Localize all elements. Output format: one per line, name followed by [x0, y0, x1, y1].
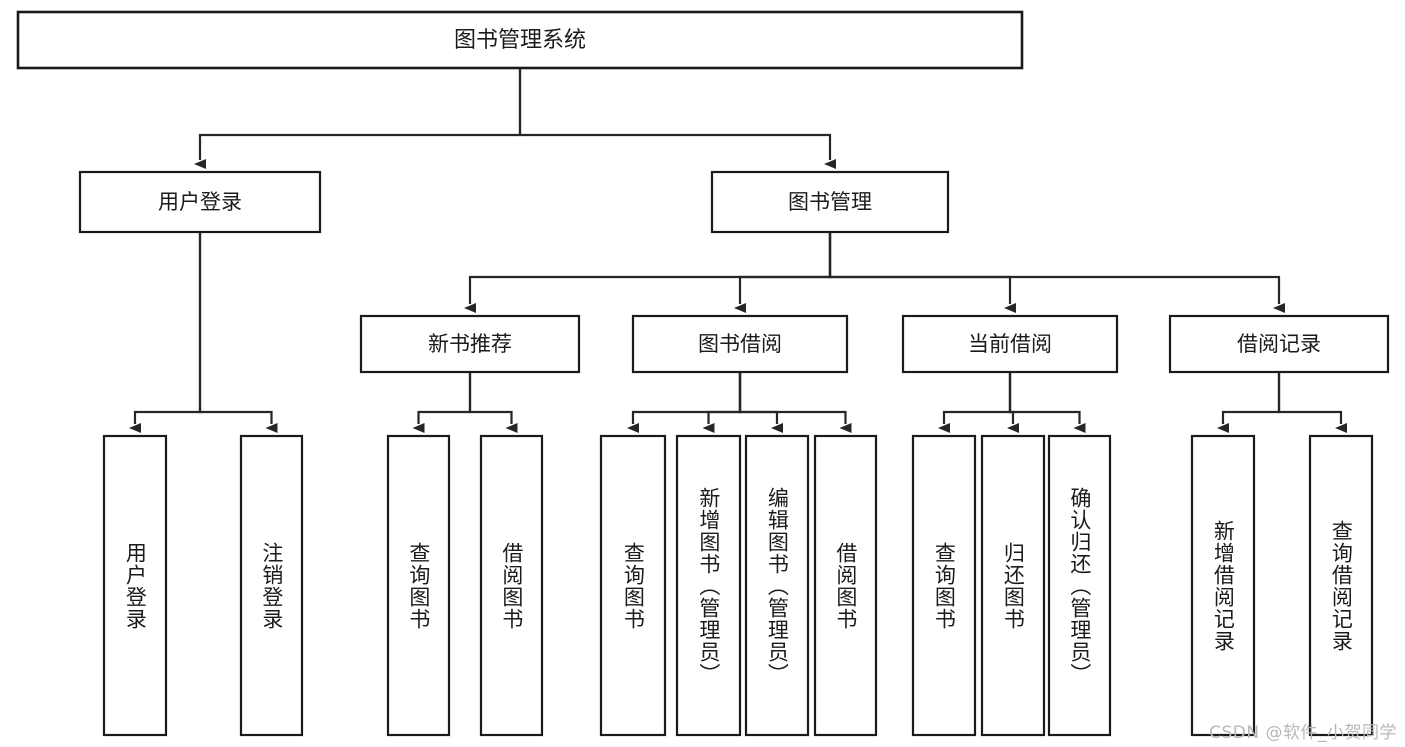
edge-borrow-record-to-leaf-query-record: [1277, 372, 1347, 433]
node-leaf-add-book-rect[interactable]: [675, 434, 742, 737]
connector-edges: [129, 68, 1347, 433]
node-new-book-recommend-rect[interactable]: [359, 314, 581, 374]
node-borrow-record-rect[interactable]: [1168, 314, 1390, 374]
edge-book-borrow-to-leaf-add-book: [702, 372, 742, 433]
node-leaf-user-login-rect[interactable]: [102, 434, 168, 737]
node-leaf-query-book-1-rect[interactable]: [386, 434, 451, 737]
edge-user-login-to-leaf-user-login: [129, 232, 202, 433]
node-leaf-confirm-return[interactable]: [1047, 434, 1112, 737]
node-user-login-rect[interactable]: [78, 170, 322, 234]
node-leaf-query-book-3[interactable]: [911, 434, 977, 737]
node-leaf-query-record[interactable]: [1308, 434, 1374, 737]
node-book-manage-label: 图书管理: [788, 190, 872, 214]
node-leaf-query-book-2-rect[interactable]: [599, 434, 667, 737]
edge-borrow-record-to-leaf-add-record: [1217, 372, 1281, 433]
watermark-text: CSDN @软件_小贺同学: [1209, 723, 1397, 743]
edge-new-book-recommend-to-leaf-query-book-1: [412, 372, 472, 433]
node-leaf-edit-book-rect[interactable]: [744, 434, 810, 737]
edge-book-manage-to-borrow-record: [828, 232, 1285, 313]
node-leaf-query-book-3-rect[interactable]: [911, 434, 977, 737]
node-current-borrow-rect[interactable]: [901, 314, 1119, 374]
edge-book-borrow-to-leaf-query-book-2: [627, 372, 742, 433]
edge-book-manage-to-new-book-recommend: [464, 232, 832, 313]
node-leaf-return-book[interactable]: [980, 434, 1046, 737]
edge-root-to-user-login: [194, 68, 522, 169]
edge-root-to-book-manage: [518, 68, 836, 169]
node-borrow-record[interactable]: 借阅记录: [1168, 314, 1390, 374]
node-current-borrow-label: 当前借阅: [968, 332, 1052, 356]
node-book-manage-rect[interactable]: [710, 170, 950, 234]
node-borrow-record-label: 借阅记录: [1237, 332, 1321, 356]
edge-book-manage-to-book-borrow: [734, 232, 832, 313]
edge-current-borrow-to-leaf-query-book-3: [938, 372, 1012, 433]
node-leaf-return-book-rect[interactable]: [980, 434, 1046, 737]
node-leaf-user-login[interactable]: [102, 434, 168, 737]
node-new-book-recommend-label: 新书推荐: [428, 332, 512, 356]
node-book-borrow[interactable]: 图书借阅: [631, 314, 849, 374]
node-leaf-borrow-book-2-rect[interactable]: [813, 434, 878, 737]
node-current-borrow[interactable]: 当前借阅: [901, 314, 1119, 374]
node-leaf-query-book-1[interactable]: [386, 434, 451, 737]
node-leaf-borrow-book-1-rect[interactable]: [479, 434, 544, 737]
node-leaf-borrow-book-1[interactable]: [479, 434, 544, 737]
node-book-borrow-label: 图书借阅: [698, 332, 782, 356]
node-book-borrow-rect[interactable]: [631, 314, 849, 374]
node-leaf-query-record-rect[interactable]: [1308, 434, 1374, 737]
edge-new-book-recommend-to-leaf-borrow-book-1: [468, 372, 518, 433]
node-new-book-recommend[interactable]: 新书推荐: [359, 314, 581, 374]
node-user-login-label: 用户登录: [158, 190, 242, 214]
edge-book-borrow-to-leaf-borrow-book-2: [738, 372, 852, 433]
node-leaf-borrow-book-2[interactable]: [813, 434, 878, 737]
node-user-login[interactable]: 用户登录: [78, 170, 322, 234]
node-leaf-confirm-return-rect[interactable]: [1047, 434, 1112, 737]
node-leaf-add-record[interactable]: [1190, 434, 1256, 737]
node-root[interactable]: 图书管理系统: [16, 10, 1024, 70]
edge-user-login-to-leaf-logout: [198, 232, 278, 433]
node-root-label: 图书管理系统: [454, 28, 586, 53]
edge-book-borrow-to-leaf-edit-book: [738, 372, 783, 433]
node-book-manage[interactable]: 图书管理: [710, 170, 950, 234]
node-leaf-edit-book[interactable]: [744, 434, 810, 737]
edge-book-manage-to-current-borrow: [828, 232, 1016, 313]
node-leaf-logout-rect[interactable]: [239, 434, 304, 737]
node-root-rect[interactable]: [16, 10, 1024, 70]
node-leaf-logout[interactable]: [239, 434, 304, 737]
node-leaf-query-book-2[interactable]: [599, 434, 667, 737]
node-leaf-add-record-rect[interactable]: [1190, 434, 1256, 737]
edge-current-borrow-to-leaf-confirm-return: [1008, 372, 1086, 433]
node-leaf-add-book[interactable]: [675, 434, 742, 737]
